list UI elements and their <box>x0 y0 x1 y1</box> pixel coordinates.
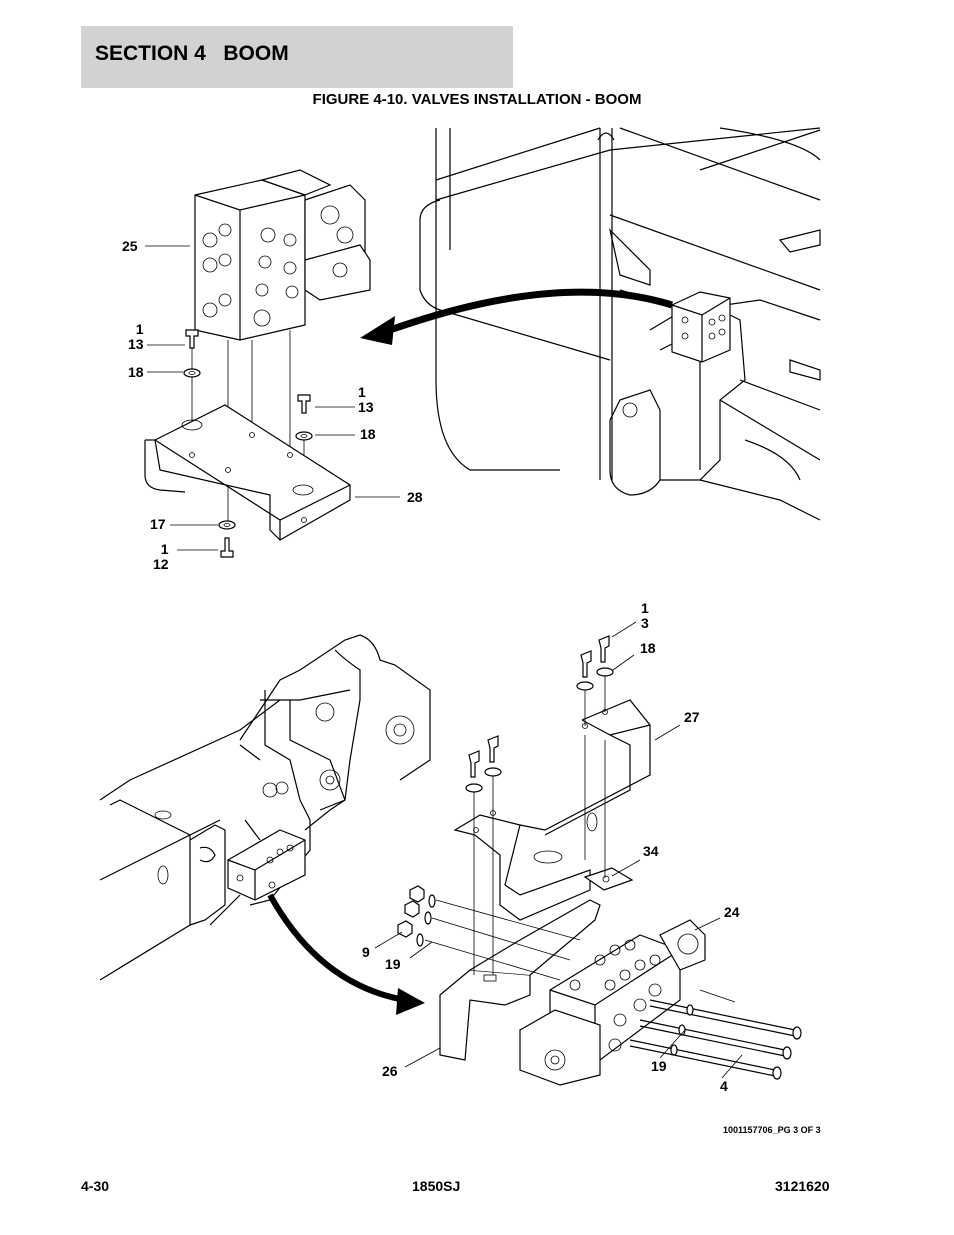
callout-1-12: 1 12 <box>153 541 169 572</box>
section-header-band: SECTION 4 BOOM <box>81 26 513 88</box>
callout-18-lower: 18 <box>640 640 656 656</box>
arrow-to-valve-detail-top <box>360 288 674 345</box>
callout-19-right: 19 <box>651 1058 667 1074</box>
callout-1-13-left: 1 13 <box>128 321 144 352</box>
callout-26: 26 <box>382 1063 398 1079</box>
callout-24: 24 <box>724 904 740 920</box>
valve-25-exploded-view <box>144 169 400 558</box>
footer-page-number: 4-30 <box>81 1178 110 1194</box>
callout-25: 25 <box>122 238 138 254</box>
drawing-number: 1001157706_PG 3 OF 3 <box>723 1125 821 1135</box>
callout-17: 17 <box>150 516 166 532</box>
callout-34: 34 <box>643 843 659 859</box>
footer-model: 1850SJ <box>412 1178 461 1194</box>
callout-28: 28 <box>407 489 423 505</box>
callout-19-left: 19 <box>385 956 401 972</box>
figure-title: FIGURE 4-10. VALVES INSTALLATION - BOOM <box>312 91 642 108</box>
callout-18-left: 18 <box>128 364 144 380</box>
callout-1-13-right: 1 13 <box>358 384 374 415</box>
callout-1-3: 1 3 <box>641 600 649 631</box>
platform-assembly-drawing <box>419 127 821 521</box>
callout-9: 9 <box>362 944 370 960</box>
section-title: SECTION 4 BOOM <box>95 42 289 65</box>
callout-4: 4 <box>720 1078 728 1094</box>
valve-24-exploded-view <box>374 621 802 1086</box>
arrow-to-valve-detail-bottom <box>267 893 425 1015</box>
footer-manual-number: 3121620 <box>775 1178 830 1194</box>
boom-pivot-drawing <box>99 634 431 981</box>
callout-27: 27 <box>684 709 700 725</box>
callout-18-right: 18 <box>360 426 376 442</box>
